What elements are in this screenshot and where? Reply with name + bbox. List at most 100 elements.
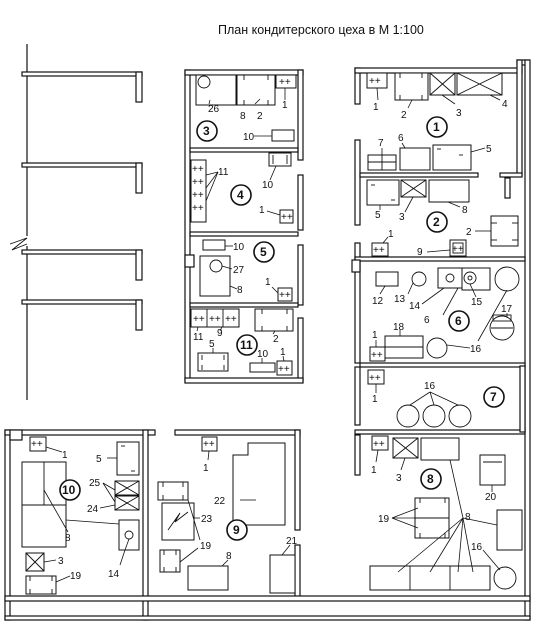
svg-text:5: 5 xyxy=(96,454,102,465)
room-6-equipment: 12 13 14 15 6 17 18 16 ++ 1 xyxy=(369,266,520,362)
svg-text:8: 8 xyxy=(237,285,243,296)
svg-text:19: 19 xyxy=(378,514,390,525)
svg-text:8: 8 xyxy=(226,551,232,562)
svg-text:16: 16 xyxy=(470,344,482,355)
svg-text:2: 2 xyxy=(401,110,407,121)
svg-text:10: 10 xyxy=(257,349,269,360)
svg-text:15: 15 xyxy=(471,297,483,308)
svg-text:4: 4 xyxy=(502,99,508,110)
svg-text:7: 7 xyxy=(490,390,497,404)
room-11-equipment: ++ ++ ++ 11 9 2 5 10 ++ 1 xyxy=(190,308,294,376)
svg-text:5: 5 xyxy=(486,144,492,155)
svg-text:8: 8 xyxy=(65,533,71,544)
svg-text:++: ++ xyxy=(369,76,381,87)
svg-text:1: 1 xyxy=(259,205,265,216)
svg-text:17: 17 xyxy=(501,304,513,315)
room-11-number: 11 xyxy=(236,334,258,356)
svg-text:9: 9 xyxy=(217,328,223,339)
svg-text:10: 10 xyxy=(62,483,76,497)
svg-text:6: 6 xyxy=(398,133,404,144)
svg-text:++: ++ xyxy=(281,212,293,223)
svg-text:1: 1 xyxy=(388,229,394,240)
svg-text:10: 10 xyxy=(243,132,255,143)
svg-text:16: 16 xyxy=(424,381,436,392)
svg-text:++: ++ xyxy=(369,373,381,384)
svg-text:1: 1 xyxy=(372,394,378,405)
svg-text:++: ++ xyxy=(192,164,204,175)
left-corridor-partitions xyxy=(9,44,143,400)
svg-text:1: 1 xyxy=(433,120,440,134)
svg-text:++: ++ xyxy=(192,190,204,201)
svg-text:3: 3 xyxy=(58,556,64,567)
svg-text:1: 1 xyxy=(265,277,271,288)
svg-text:3: 3 xyxy=(456,108,462,119)
svg-text:8: 8 xyxy=(427,472,434,486)
bottom-block-walls xyxy=(4,429,531,621)
room-10-equipment: ++ 1 5 25 24 14 8 3 xyxy=(21,436,140,595)
svg-text:10: 10 xyxy=(262,180,274,191)
svg-text:5: 5 xyxy=(209,339,215,350)
room-9-equipment: ++ 1 22 23 19 8 21 xyxy=(157,436,298,594)
svg-text:19: 19 xyxy=(200,541,212,552)
room-9-number: 9 xyxy=(226,519,248,541)
svg-text:3: 3 xyxy=(396,473,402,484)
svg-text:++: ++ xyxy=(279,290,291,301)
svg-text:++: ++ xyxy=(373,439,385,450)
svg-text:3: 3 xyxy=(203,124,210,138)
svg-text:6: 6 xyxy=(455,314,462,328)
svg-text:16: 16 xyxy=(471,542,483,553)
svg-text:13: 13 xyxy=(394,294,406,305)
svg-text:14: 14 xyxy=(409,301,421,312)
svg-text:9: 9 xyxy=(417,247,423,258)
svg-text:8: 8 xyxy=(240,111,246,122)
svg-text:1: 1 xyxy=(371,465,377,476)
svg-text:19: 19 xyxy=(70,571,82,582)
svg-text:20: 20 xyxy=(485,492,497,503)
svg-text:++: ++ xyxy=(373,245,385,256)
svg-text:2: 2 xyxy=(273,334,279,345)
svg-text:4: 4 xyxy=(237,188,244,202)
svg-text:1: 1 xyxy=(372,330,378,341)
svg-text:++: ++ xyxy=(192,177,204,188)
room-5-number: 5 xyxy=(253,241,275,263)
svg-text:22: 22 xyxy=(214,496,226,507)
svg-text:27: 27 xyxy=(233,265,245,276)
svg-text:8: 8 xyxy=(462,205,468,216)
svg-text:11: 11 xyxy=(193,332,204,343)
svg-text:14: 14 xyxy=(108,569,120,580)
svg-text:25: 25 xyxy=(89,478,101,489)
svg-text:1: 1 xyxy=(282,100,288,111)
svg-text:2: 2 xyxy=(257,111,263,122)
svg-text:23: 23 xyxy=(201,514,213,525)
svg-text:1: 1 xyxy=(203,463,209,474)
svg-text:2: 2 xyxy=(433,215,440,229)
room-7-equipment: ++ 1 16 xyxy=(367,369,472,428)
room-3-number: 3 xyxy=(196,120,218,142)
svg-text:++: ++ xyxy=(193,314,205,325)
room-1-number: 1 xyxy=(426,116,448,138)
room-10-number: 10 xyxy=(59,479,81,501)
room-7-number: 7 xyxy=(483,386,505,408)
svg-text:12: 12 xyxy=(372,296,384,307)
svg-text:++: ++ xyxy=(192,203,204,214)
svg-text:++: ++ xyxy=(31,439,43,450)
svg-text:21: 21 xyxy=(286,536,298,547)
svg-text:18: 18 xyxy=(393,322,405,333)
plan-title: План кондитерского цеха в М 1:100 xyxy=(218,23,424,37)
room-5-equipment: 10 27 8 ++ 1 xyxy=(199,239,293,302)
room-4-number: 4 xyxy=(230,184,252,206)
svg-text:++: ++ xyxy=(371,350,383,361)
svg-text:6: 6 xyxy=(424,315,430,326)
room-3-equipment: ++ 26 8 2 1 10 xyxy=(195,74,297,143)
svg-text:++: ++ xyxy=(209,314,221,325)
room-1-equipment: ++ 1 2 3 4 7 6 5 xyxy=(366,72,508,171)
svg-text:11: 11 xyxy=(218,167,229,178)
svg-text:5: 5 xyxy=(375,210,381,221)
room-2-number: 2 xyxy=(426,211,448,233)
room-4-equipment: 10 ++ ++ ++ ++ 11 ++ 1 xyxy=(190,152,294,224)
svg-text:7: 7 xyxy=(378,138,384,149)
room-6-number: 6 xyxy=(448,310,470,332)
room-2-equipment: 5 3 8 ++ 1 ++ 9 2 xyxy=(366,179,519,258)
svg-text:26: 26 xyxy=(208,104,220,115)
svg-text:++: ++ xyxy=(278,364,290,375)
